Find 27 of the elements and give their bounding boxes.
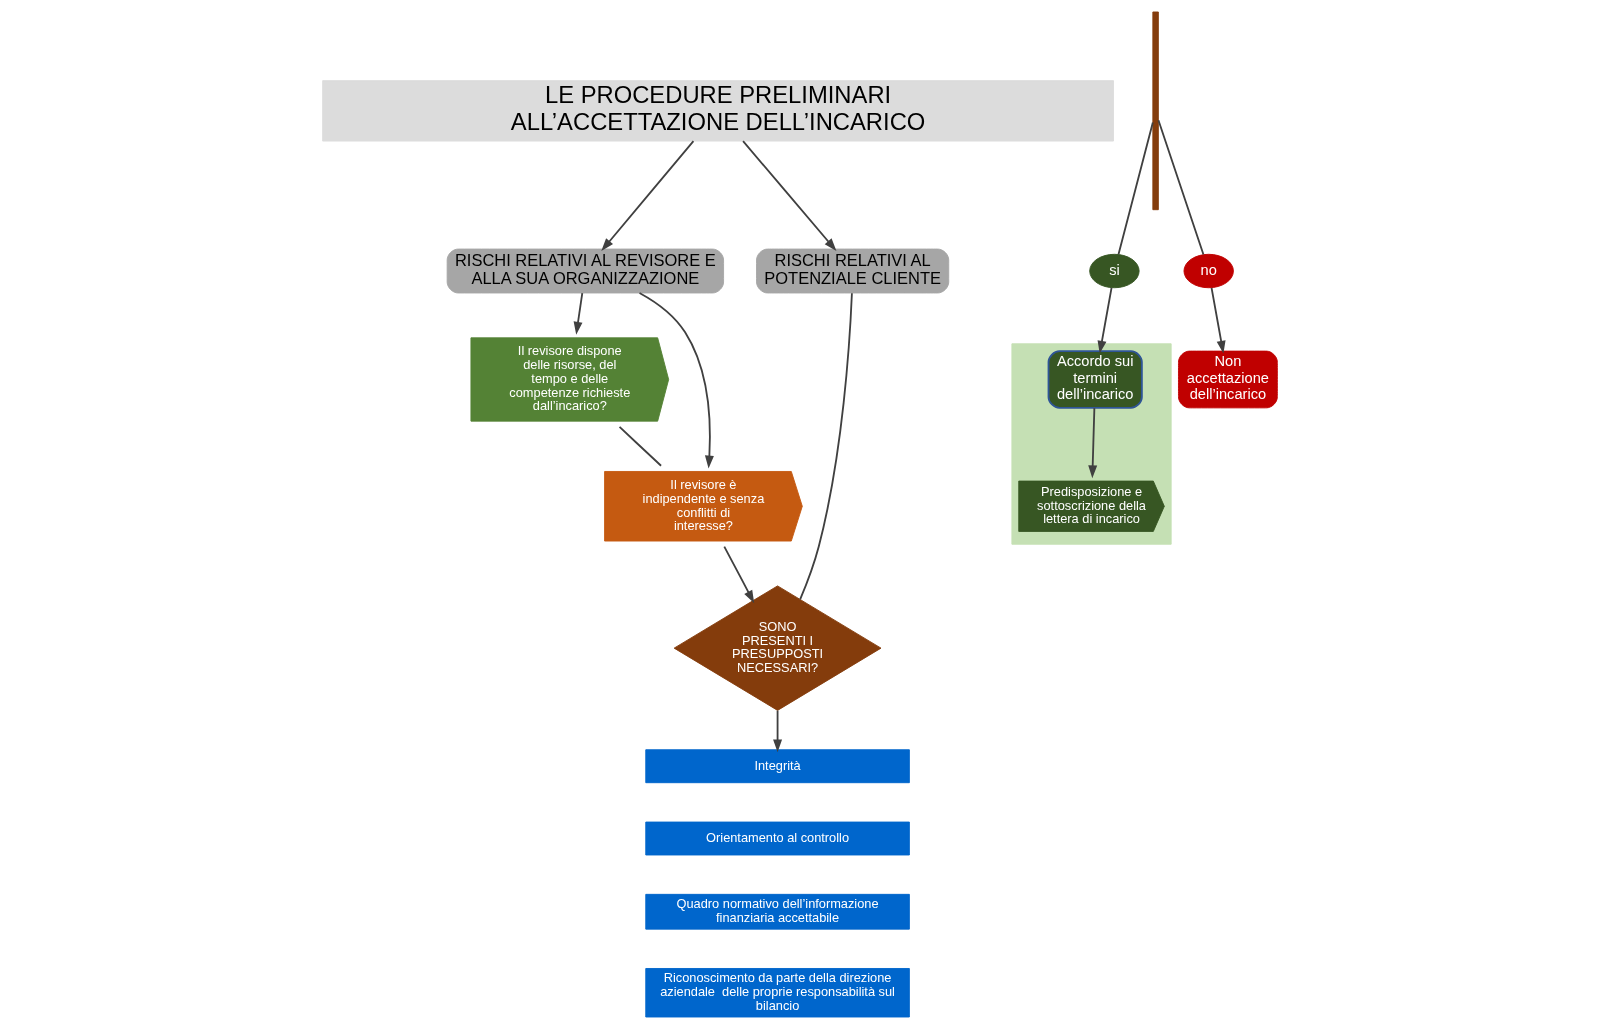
arrow — [1210, 287, 1226, 354]
cluster — [1011, 343, 1172, 545]
connector — [799, 292, 853, 601]
node-ellipse: si — [1089, 253, 1140, 289]
arrow — [573, 292, 584, 335]
node-box: RISCHI RELATIVI AL REVISORE E ALLA SUA ORGANIZZAZIONE — [446, 248, 725, 294]
node-brace — [1152, 11, 1159, 211]
node-box: Accordo sui termini dell’incarico — [1047, 350, 1143, 409]
arrow — [601, 140, 695, 252]
node-box: Orientamento al controllo — [645, 821, 910, 856]
node-ellipse: no — [1183, 253, 1234, 289]
arrow — [773, 709, 783, 753]
connector — [618, 426, 662, 467]
node-box: Riconoscimento da parte della direzione aziendale delle proprie responsabilità sul bilancio — [645, 968, 910, 1018]
node-diamond: SONO PRESENTI I PRESUPPOSTI NECESSARI? — [673, 585, 882, 711]
arrow — [1097, 287, 1113, 354]
node-box: Integrità — [645, 749, 910, 784]
node-box: RISCHI RELATIVI AL POTENZIALE CLIENTE — [756, 248, 950, 294]
arrow — [742, 140, 837, 252]
node-box: Non accettazione dell’incarico — [1178, 350, 1278, 409]
node-box: LE PROCEDURE PRELIMINARI ALL’ACCETTAZIONE DELL’INCARICO — [322, 80, 1114, 142]
connector — [1117, 121, 1154, 256]
node-box: Quadro normativo dell’informazione finanziaria accettabile — [645, 893, 910, 930]
connector — [1157, 119, 1205, 256]
arrow — [723, 545, 755, 604]
arrow — [638, 292, 714, 469]
arrow — [1088, 407, 1098, 479]
